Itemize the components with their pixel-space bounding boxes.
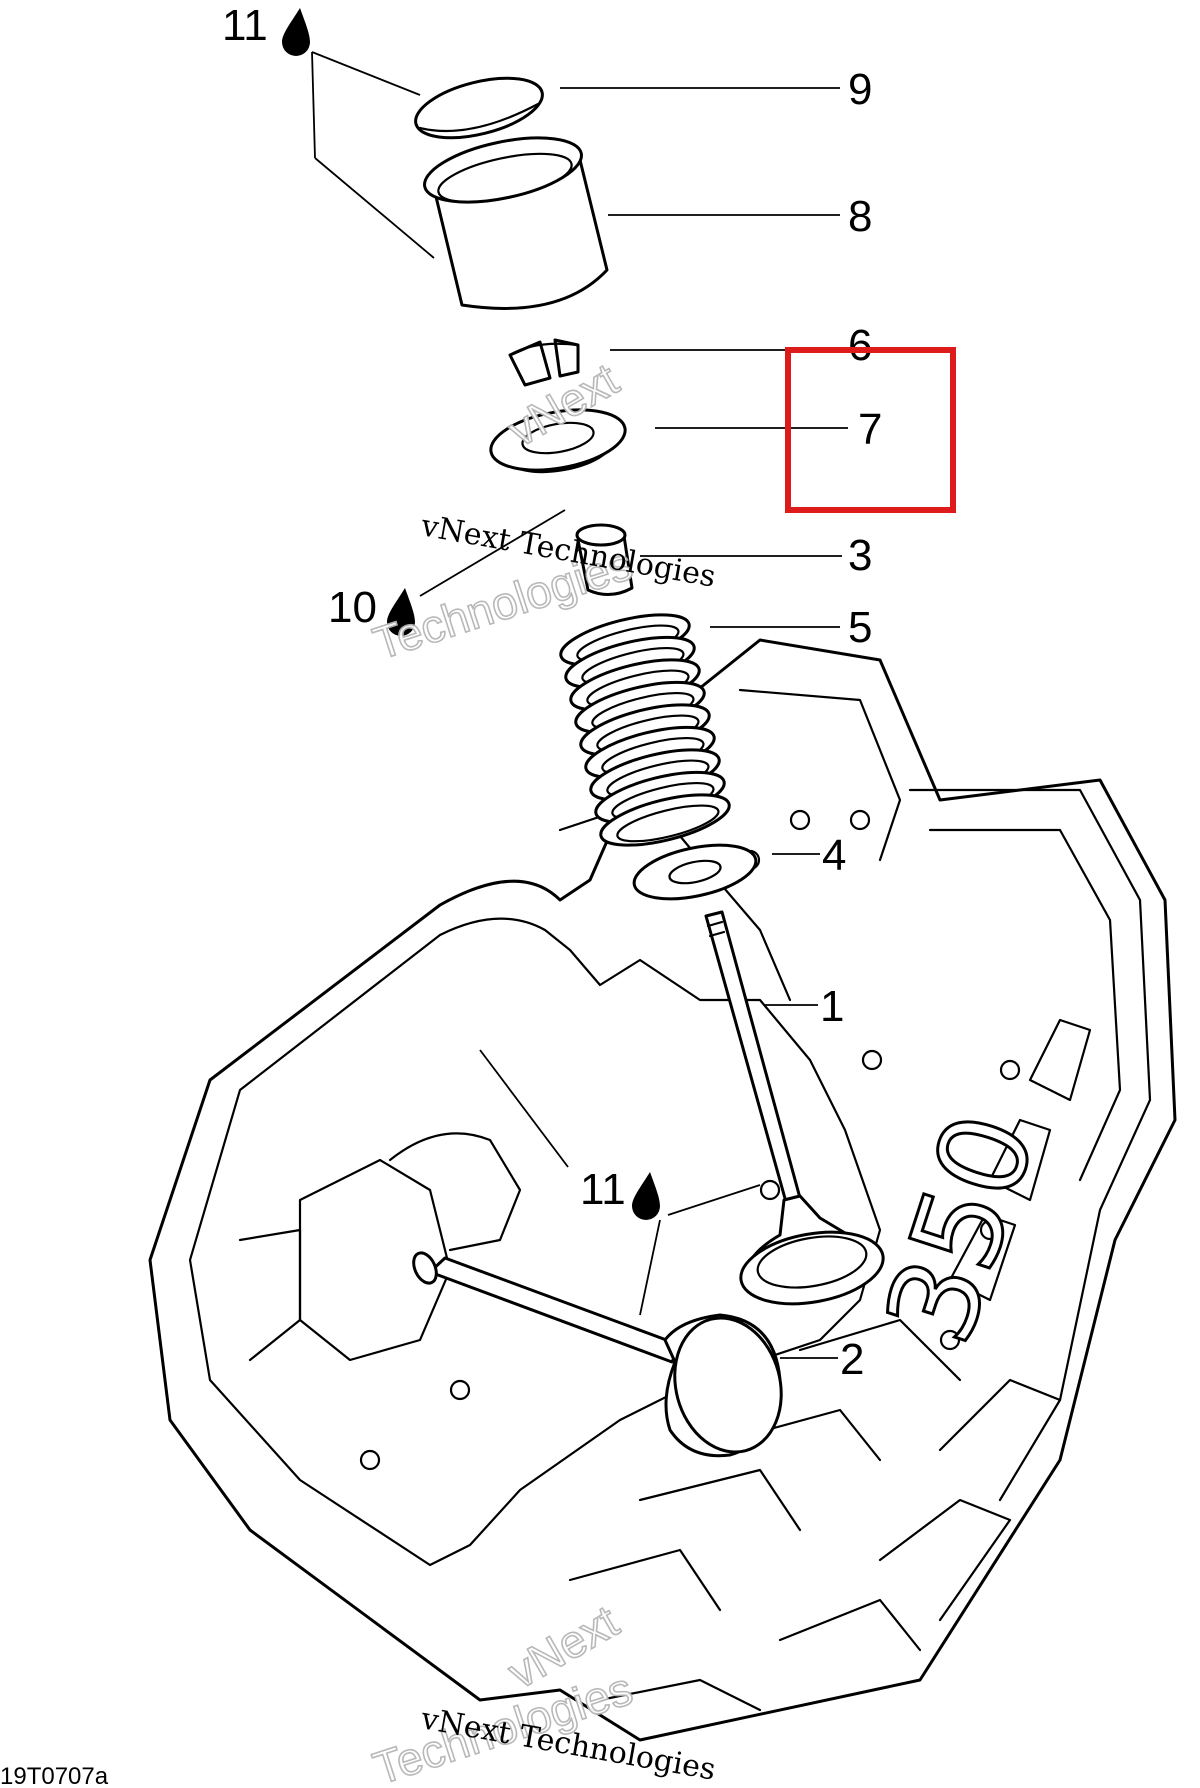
spring-part-5 xyxy=(559,613,731,847)
callout-4: 4 xyxy=(822,831,846,880)
callout-1: 1 xyxy=(820,982,844,1031)
oil-drop-icon xyxy=(387,588,415,636)
valve-part-1 xyxy=(704,910,885,1306)
callout-2: 2 xyxy=(840,1335,864,1384)
spring-coil-inner xyxy=(616,804,720,843)
washer-part-4 xyxy=(632,843,758,901)
svg-text:350: 350 xyxy=(860,1098,1063,1359)
callout-10: 10 xyxy=(328,583,377,632)
callout-labels: 9 8 6 7 3 5 4 1 2 11 10 11 xyxy=(222,1,882,1384)
tappet-part-8 xyxy=(423,136,609,310)
callout-9: 9 xyxy=(848,65,872,114)
callout-3: 3 xyxy=(848,531,872,580)
callout-6: 6 xyxy=(848,321,872,370)
callout-8: 8 xyxy=(848,192,872,241)
spring-coil xyxy=(599,793,731,847)
casting-numerals: 350 xyxy=(859,1097,1065,1361)
watermark-lower: vNext Technologies vNext Technologies xyxy=(366,1594,718,1788)
retainer-part-7 xyxy=(489,408,627,474)
oil-drop-icons xyxy=(282,8,660,1220)
callout-5: 5 xyxy=(848,603,872,652)
highlight-box xyxy=(785,347,956,513)
collets-part-6 xyxy=(508,338,580,387)
callout-11-mid: 11 xyxy=(580,1165,626,1214)
callout-11-top: 11 xyxy=(222,1,268,50)
valve-part-2 xyxy=(412,1251,783,1458)
stem-seal-part-3 xyxy=(575,523,634,596)
leader-lines xyxy=(311,51,848,1359)
shim-part-9 xyxy=(414,76,544,140)
oil-drop-icon xyxy=(282,8,310,56)
oil-drop-icon xyxy=(632,1172,660,1220)
figure-reference: 19T0707a xyxy=(0,1763,109,1788)
callout-7: 7 xyxy=(858,405,882,454)
